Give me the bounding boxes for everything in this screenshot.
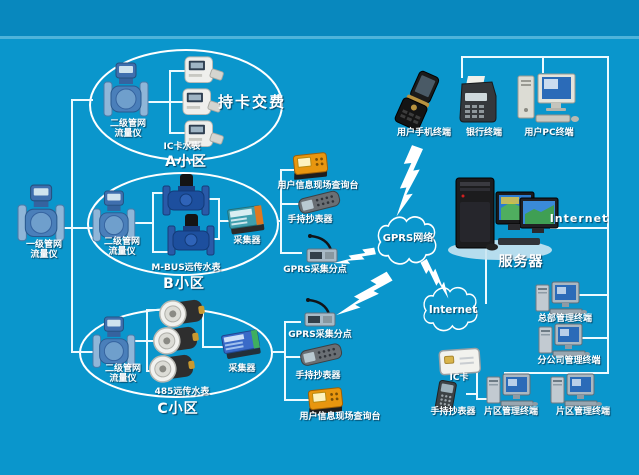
district-c-flowmeter-label: 二级管网 流量仪 [104,364,142,384]
ic-card-meter-label: IC卡水表 [163,142,201,152]
bank-terminal-label: 银行终端 [465,128,503,138]
meter-485-1 [157,295,208,330]
branch-terminal-device [538,323,591,357]
district-c-flowmeter-device [92,316,136,368]
query-station-upper-label: 用户信息现场查询台 [277,181,359,191]
district-b-flowmeter-label: 二级管网 流量仪 [103,237,141,257]
district-a-flowmeter-label: 二级管网 流量仪 [109,119,147,139]
primary-flowmeter-device [17,184,65,242]
district-terminal-left-device [486,373,539,407]
district-terminal-left-label: 片区管理终端 [483,407,539,417]
pay-by-card-label: 持卡交费 [217,93,287,111]
gprs-network-label: GPRS网络 [382,233,434,244]
mobile-terminal-label: 用户手机终端 [396,128,452,138]
user-pc-device [517,73,580,123]
gprs-point-lower-device [303,296,337,328]
handheld-reader-upper-label: 手持抄表器 [287,215,333,225]
hq-terminal-device [535,281,588,315]
query-station-lower-device [306,386,344,416]
meter-485-2 [151,322,202,357]
gprs-point-upper-label: GPRS采集分点 [283,265,347,275]
mobile-phone-device [393,67,442,132]
handheld-reader-lower-device [298,342,344,368]
ic-card-meter-1 [184,56,225,84]
district-a-name: A小区 [165,154,207,170]
internet-cloud-label: Internet [428,304,478,316]
bank-terminal-device [459,75,497,123]
district-c-name: C小区 [157,401,199,417]
district-terminal-right-label: 片区管理终端 [555,407,611,417]
query-station-upper-device [291,151,329,181]
lightning-bolt-lower-gprs-point [335,268,394,326]
mbus-meter-label: M-BUS远传水表 [151,263,221,273]
lightning-bolt-phone [395,144,424,219]
server-label: 服务器 [498,254,544,270]
handheld-reader-br-label: 手持抄表器 [430,407,476,417]
district-a-ellipse [89,49,283,161]
top-shade-band [0,0,639,36]
district-b-name: B小区 [163,276,205,292]
meter-485-label: 485远传水表 [154,387,210,397]
ic-card-device [438,347,482,376]
district-c-collector-device [220,329,262,361]
ic-card-label: IC卡 [449,373,469,383]
user-pc-terminal-label: 用户PC终端 [524,128,574,138]
ic-card-meter-2 [182,88,223,116]
meter-485-3 [147,350,198,385]
gprs-point-lower-label: GPRS采集分点 [288,330,352,340]
internet-link-label: Internet [549,212,609,225]
server-device [447,177,559,261]
mbus-meter-1 [162,173,210,216]
query-station-lower-label: 用户信息现场查询台 [299,412,381,422]
hq-terminal-label: 总部管理终端 [537,314,593,324]
district-c-collector-label: 采集器 [228,364,256,374]
handheld-reader-lower-label: 手持抄表器 [295,371,341,381]
district-b-collector-label: 采集器 [233,236,261,246]
primary-flowmeter-label: 一级管网 流量仪 [25,240,63,260]
district-b-collector-device [226,204,266,236]
handheld-reader-upper-device [296,189,342,215]
district-b-ellipse [87,172,279,276]
gprs-point-upper-device [305,232,339,264]
mbus-meter-2 [167,213,215,256]
branch-terminal-label: 分公司管理终端 [537,356,601,366]
top-divider-line [0,36,639,39]
district-terminal-right-device [550,373,603,407]
